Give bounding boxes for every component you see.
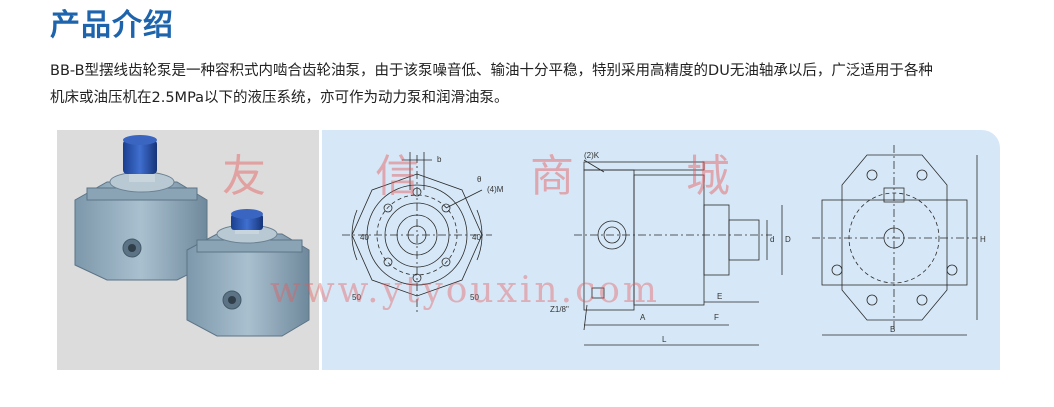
pump-photo-illustration (74, 135, 310, 337)
dim-m: (4)M (487, 185, 504, 194)
dim-40-left: 40 (360, 233, 369, 242)
dim-theta: θ (477, 175, 482, 184)
product-description: BB-B型摆线齿轮泵是一种容积式内啮合齿轮油泵，由于该泵噪音低、输油十分平稳，特… (50, 58, 1030, 112)
dim-40-right: 40 (472, 233, 481, 242)
dim-d-large: D (785, 235, 791, 244)
dim-thread: Z1/8" (550, 305, 569, 314)
side-view (574, 159, 783, 346)
dim-l: L (662, 335, 667, 344)
technical-drawing-panel: b θ (4)M 40 40 50 50 (2)K Z1/8" A L F E … (322, 130, 1000, 370)
product-photo (57, 130, 319, 370)
dim-50-left: 50 (352, 293, 361, 302)
description-line-2: 机床或油压机在2.5MPa以下的液压系统，亦可作为动力泵和润滑油泵。 (50, 90, 509, 106)
dim-50-right: 50 (470, 293, 479, 302)
technical-drawing: b θ (4)M 40 40 50 50 (2)K Z1/8" A L F E … (342, 145, 986, 346)
dim-f: F (714, 313, 719, 322)
rear-view (812, 145, 978, 336)
watermark-char-2: 信 (375, 151, 419, 202)
watermark-char-1: 友 (222, 151, 266, 202)
dim-d-small: d (770, 235, 774, 244)
page-title: 产品介绍 (50, 8, 174, 43)
dim-b: b (437, 155, 442, 164)
watermark-char-4: 城 (686, 151, 730, 202)
dim-b-rear: B (890, 325, 895, 334)
pump-1 (74, 135, 208, 281)
description-line-1: BB-B型摆线齿轮泵是一种容积式内啮合齿轮油泵，由于该泵噪音低、输油十分平稳，特… (50, 63, 933, 79)
dim-e: E (717, 292, 722, 301)
dim-a: A (640, 313, 646, 322)
dim-k: (2)K (584, 151, 600, 160)
watermark-char-3: 商 (530, 151, 574, 202)
dim-h: H (980, 235, 986, 244)
pump-2 (186, 209, 310, 337)
watermark-url: www.ytyouxin.com (270, 270, 661, 311)
front-view (342, 152, 492, 315)
